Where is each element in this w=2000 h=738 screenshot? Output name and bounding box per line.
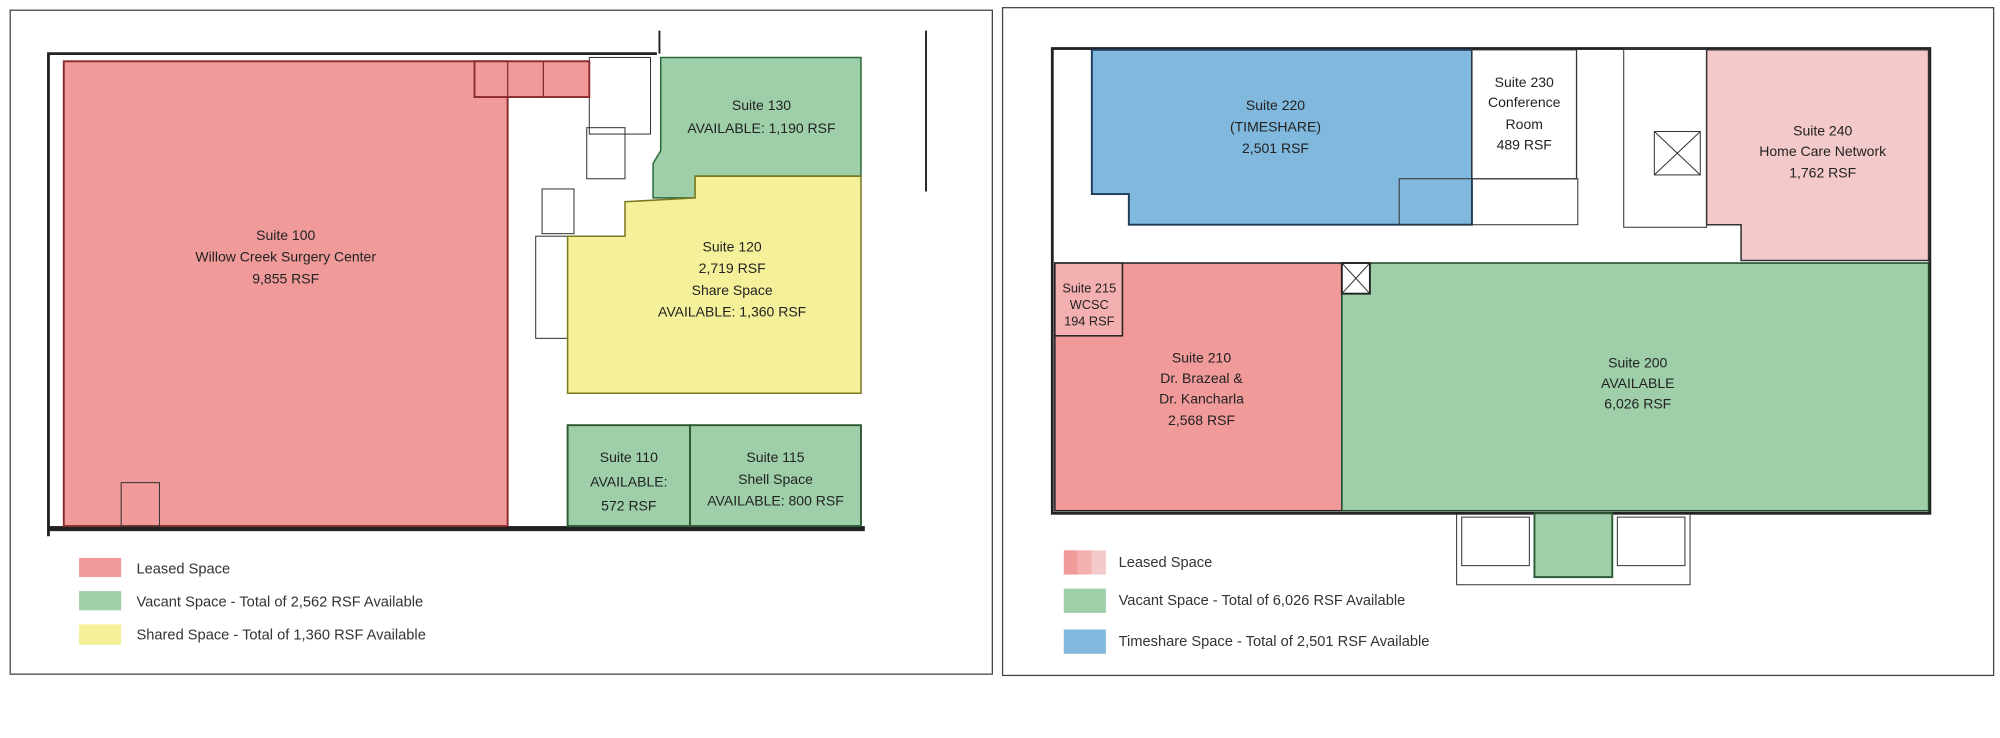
suite-label: Suite 120	[703, 239, 762, 255]
legend-swatch-shared	[79, 624, 122, 645]
suite-label: Suite 100	[256, 227, 315, 243]
suite-availability: AVAILABLE:	[590, 473, 667, 489]
suite-area: 9,855 RSF	[252, 270, 319, 286]
legend-swatch-leased-light	[1091, 550, 1106, 575]
legend-label: Timeshare Space - Total of 2,501 RSF Ava…	[1119, 634, 1430, 650]
suite-label: Suite 230	[1495, 74, 1554, 90]
suite-200[interactable]	[1341, 262, 1930, 512]
legend-swatch-leased-mid	[1077, 550, 1092, 575]
suite-area: 572 RSF	[601, 498, 656, 514]
suite-label: Suite 110	[600, 449, 658, 465]
suite-240[interactable]	[1705, 49, 1930, 262]
suite-availability: AVAILABLE: 800 RSF	[707, 493, 844, 509]
legend-swatch-timeshare	[1063, 629, 1106, 654]
suite-115[interactable]	[689, 424, 862, 528]
suite-label: Suite 115	[746, 449, 804, 465]
second-floor-plan: Suite 220 (TIMESHARE) 2,501 RSF Suite 23…	[1001, 7, 1995, 677]
legend-label: Vacant Space - Total of 2,562 RSF Availa…	[136, 594, 423, 610]
legend-swatch-leased	[1063, 550, 1078, 575]
suite-label: Suite 210	[1172, 350, 1231, 366]
suite-area: 194 RSF	[1064, 314, 1115, 329]
suite-name: Room	[1506, 116, 1543, 132]
suite-120[interactable]	[566, 175, 862, 395]
first-floor-plan: Suite 100 Willow Creek Surgery Center 9,…	[9, 9, 993, 675]
suite-label: Suite 215	[1062, 280, 1116, 295]
suite-220[interactable]	[1090, 48, 1473, 226]
suite-area: 489 RSF	[1497, 136, 1552, 152]
suite-230[interactable]	[1471, 49, 1578, 180]
legend: Leased Space Vacant Space - Total of 6,0…	[1063, 550, 1430, 654]
suite-tenant: Dr. Kancharla	[1159, 390, 1244, 406]
suite-100-annex	[473, 60, 591, 98]
suite-label: Suite 130	[732, 97, 791, 113]
suite-area: 6,026 RSF	[1604, 396, 1671, 412]
suite-availability: AVAILABLE	[1601, 375, 1674, 391]
suite-label: Suite 220	[1246, 97, 1305, 113]
suite-type: Share Space	[692, 282, 773, 298]
legend-label: Vacant Space - Total of 6,026 RSF Availa…	[1119, 593, 1406, 609]
legend-swatch-vacant	[79, 591, 122, 611]
suite-label: Suite 200	[1608, 355, 1667, 371]
suite-area: 2,719 RSF	[699, 260, 766, 276]
suite-type: Shell Space	[738, 471, 813, 487]
suite-200-entry	[1533, 512, 1614, 579]
suite-tenant: Willow Creek Surgery Center	[195, 249, 376, 265]
suite-label: Suite 240	[1793, 122, 1852, 138]
suite-100[interactable]	[62, 60, 509, 528]
suite-availability: AVAILABLE: 1,360 RSF	[658, 304, 806, 320]
suite-215[interactable]	[1054, 262, 1124, 337]
suite-type: (TIMESHARE)	[1230, 119, 1321, 135]
suite-tenant: Home Care Network	[1759, 143, 1887, 159]
legend-label: Leased Space	[1119, 555, 1213, 571]
suite-name: Conference	[1488, 94, 1561, 110]
legend-label: Leased Space	[136, 561, 230, 577]
suite-110[interactable]	[566, 424, 692, 528]
legend: Leased Space Vacant Space - Total of 2,5…	[79, 557, 426, 645]
legend-label: Shared Space - Total of 1,360 RSF Availa…	[136, 628, 425, 644]
suite-tenant: WCSC	[1070, 297, 1109, 312]
suite-tenant: Dr. Brazeal &	[1160, 370, 1243, 386]
suite-area: 2,501 RSF	[1242, 140, 1309, 156]
legend-swatch-vacant	[1063, 588, 1106, 613]
suite-availability: AVAILABLE: 1,190 RSF	[687, 120, 835, 136]
suite-area: 1,762 RSF	[1789, 164, 1856, 180]
suite-area: 2,568 RSF	[1168, 412, 1235, 428]
legend-swatch-leased	[79, 557, 122, 578]
